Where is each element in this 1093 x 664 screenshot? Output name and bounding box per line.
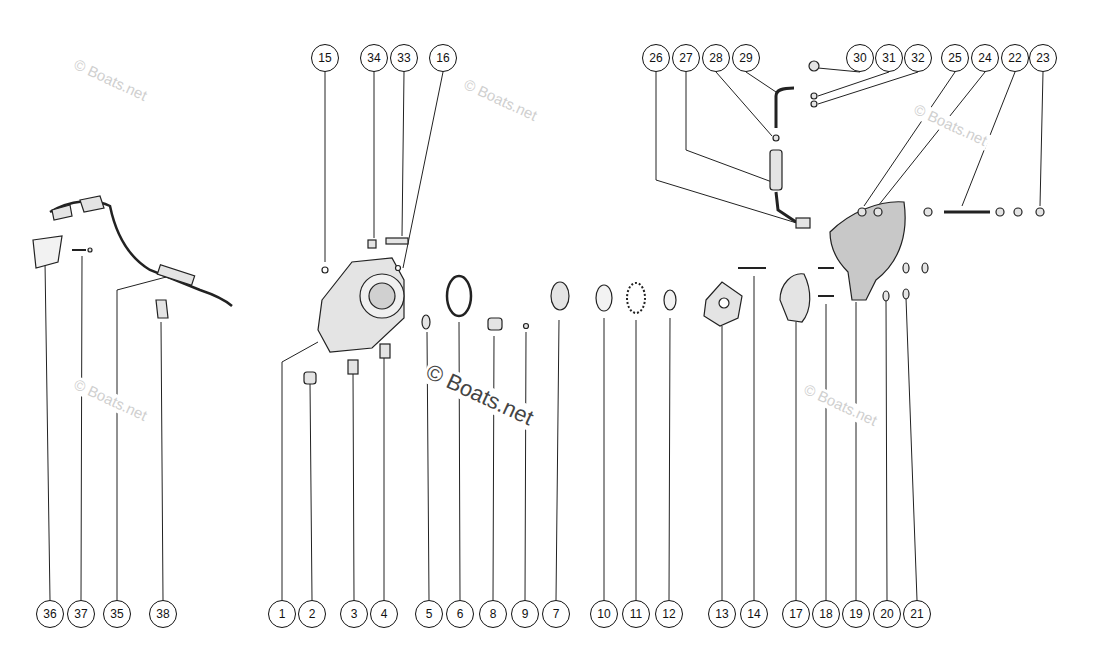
callout-number: 10 bbox=[597, 608, 610, 620]
callout-number: 15 bbox=[318, 52, 331, 64]
watermark: © Boats.net bbox=[909, 100, 991, 150]
callout-number: 36 bbox=[43, 608, 56, 620]
callout-circle: 5 bbox=[415, 600, 443, 628]
callout-circle: 36 bbox=[36, 600, 64, 628]
callout-circle: 11 bbox=[622, 600, 650, 628]
callout-number: 20 bbox=[880, 608, 893, 620]
callout-circle: 34 bbox=[360, 44, 388, 72]
callout-circle: 20 bbox=[873, 600, 901, 628]
callout-number: 23 bbox=[1036, 52, 1049, 64]
callout-number: 34 bbox=[367, 52, 380, 64]
callout-number: 7 bbox=[553, 608, 560, 620]
callout-circle: 6 bbox=[446, 600, 474, 628]
callout-circle: 14 bbox=[740, 600, 768, 628]
callout-number: 26 bbox=[649, 52, 662, 64]
callout-number: 28 bbox=[709, 52, 722, 64]
callout-number: 13 bbox=[715, 608, 728, 620]
callout-circle: 15 bbox=[311, 44, 339, 72]
callout-circle: 37 bbox=[67, 600, 95, 628]
callout-number: 35 bbox=[110, 608, 123, 620]
callout-circle: 28 bbox=[702, 44, 730, 72]
callout-number: 8 bbox=[490, 608, 497, 620]
callout-circle: 4 bbox=[370, 600, 398, 628]
callout-circle: 26 bbox=[642, 44, 670, 72]
callout-number: 14 bbox=[747, 608, 760, 620]
callout-number: 4 bbox=[381, 608, 388, 620]
callout-number: 30 bbox=[853, 52, 866, 64]
callout-number: 38 bbox=[156, 608, 169, 620]
watermark: © Boats.net bbox=[799, 380, 881, 430]
callout-circle: 27 bbox=[672, 44, 700, 72]
callout-number: 24 bbox=[978, 52, 991, 64]
callout-number: 29 bbox=[739, 52, 752, 64]
watermark: © Boats.net bbox=[421, 359, 539, 431]
callout-circle: 2 bbox=[298, 600, 326, 628]
callout-number: 25 bbox=[948, 52, 961, 64]
callout-circle: 23 bbox=[1029, 44, 1057, 72]
callout-circle: 7 bbox=[542, 600, 570, 628]
callout-number: 27 bbox=[679, 52, 692, 64]
callout-circle: 22 bbox=[1001, 44, 1029, 72]
callout-circle: 3 bbox=[340, 600, 368, 628]
callout-number: 5 bbox=[426, 608, 433, 620]
callout-circle: 24 bbox=[971, 44, 999, 72]
callout-number: 32 bbox=[911, 52, 924, 64]
callout-number: 3 bbox=[351, 608, 358, 620]
callout-circle: 18 bbox=[812, 600, 840, 628]
callout-circle: 32 bbox=[904, 44, 932, 72]
callout-circle: 21 bbox=[903, 600, 931, 628]
watermark: © Boats.net bbox=[459, 75, 541, 125]
callout-circle: 8 bbox=[479, 600, 507, 628]
callout-number: 12 bbox=[662, 608, 675, 620]
callout-circle: 25 bbox=[941, 44, 969, 72]
callout-number: 11 bbox=[630, 608, 642, 620]
callout-circle: 38 bbox=[149, 600, 177, 628]
callout-number: 18 bbox=[819, 608, 832, 620]
callout-number: 9 bbox=[522, 608, 529, 620]
callout-number: 22 bbox=[1008, 52, 1021, 64]
callout-number: 17 bbox=[789, 608, 802, 620]
callout-number: 33 bbox=[397, 52, 410, 64]
callout-number: 2 bbox=[309, 608, 316, 620]
callout-circle: 30 bbox=[846, 44, 874, 72]
callout-number: 31 bbox=[882, 52, 895, 64]
callout-circle: 17 bbox=[782, 600, 810, 628]
callout-number: 37 bbox=[74, 608, 87, 620]
callout-circle: 9 bbox=[511, 600, 539, 628]
callout-number: 6 bbox=[457, 608, 464, 620]
callout-number: 21 bbox=[910, 608, 923, 620]
callout-circle: 29 bbox=[732, 44, 760, 72]
callout-circle: 31 bbox=[875, 44, 903, 72]
callout-circle: 10 bbox=[590, 600, 618, 628]
callout-circle: 16 bbox=[429, 44, 457, 72]
callout-number: 16 bbox=[436, 52, 449, 64]
callout-circle: 12 bbox=[655, 600, 683, 628]
callout-circle: 33 bbox=[390, 44, 418, 72]
callout-number: 1 bbox=[279, 608, 286, 620]
watermark: © Boats.net bbox=[69, 55, 151, 105]
callout-circle: 13 bbox=[708, 600, 736, 628]
callout-circle: 1 bbox=[268, 600, 296, 628]
callout-circle: 35 bbox=[103, 600, 131, 628]
callout-number: 19 bbox=[849, 608, 862, 620]
callout-circle: 19 bbox=[842, 600, 870, 628]
